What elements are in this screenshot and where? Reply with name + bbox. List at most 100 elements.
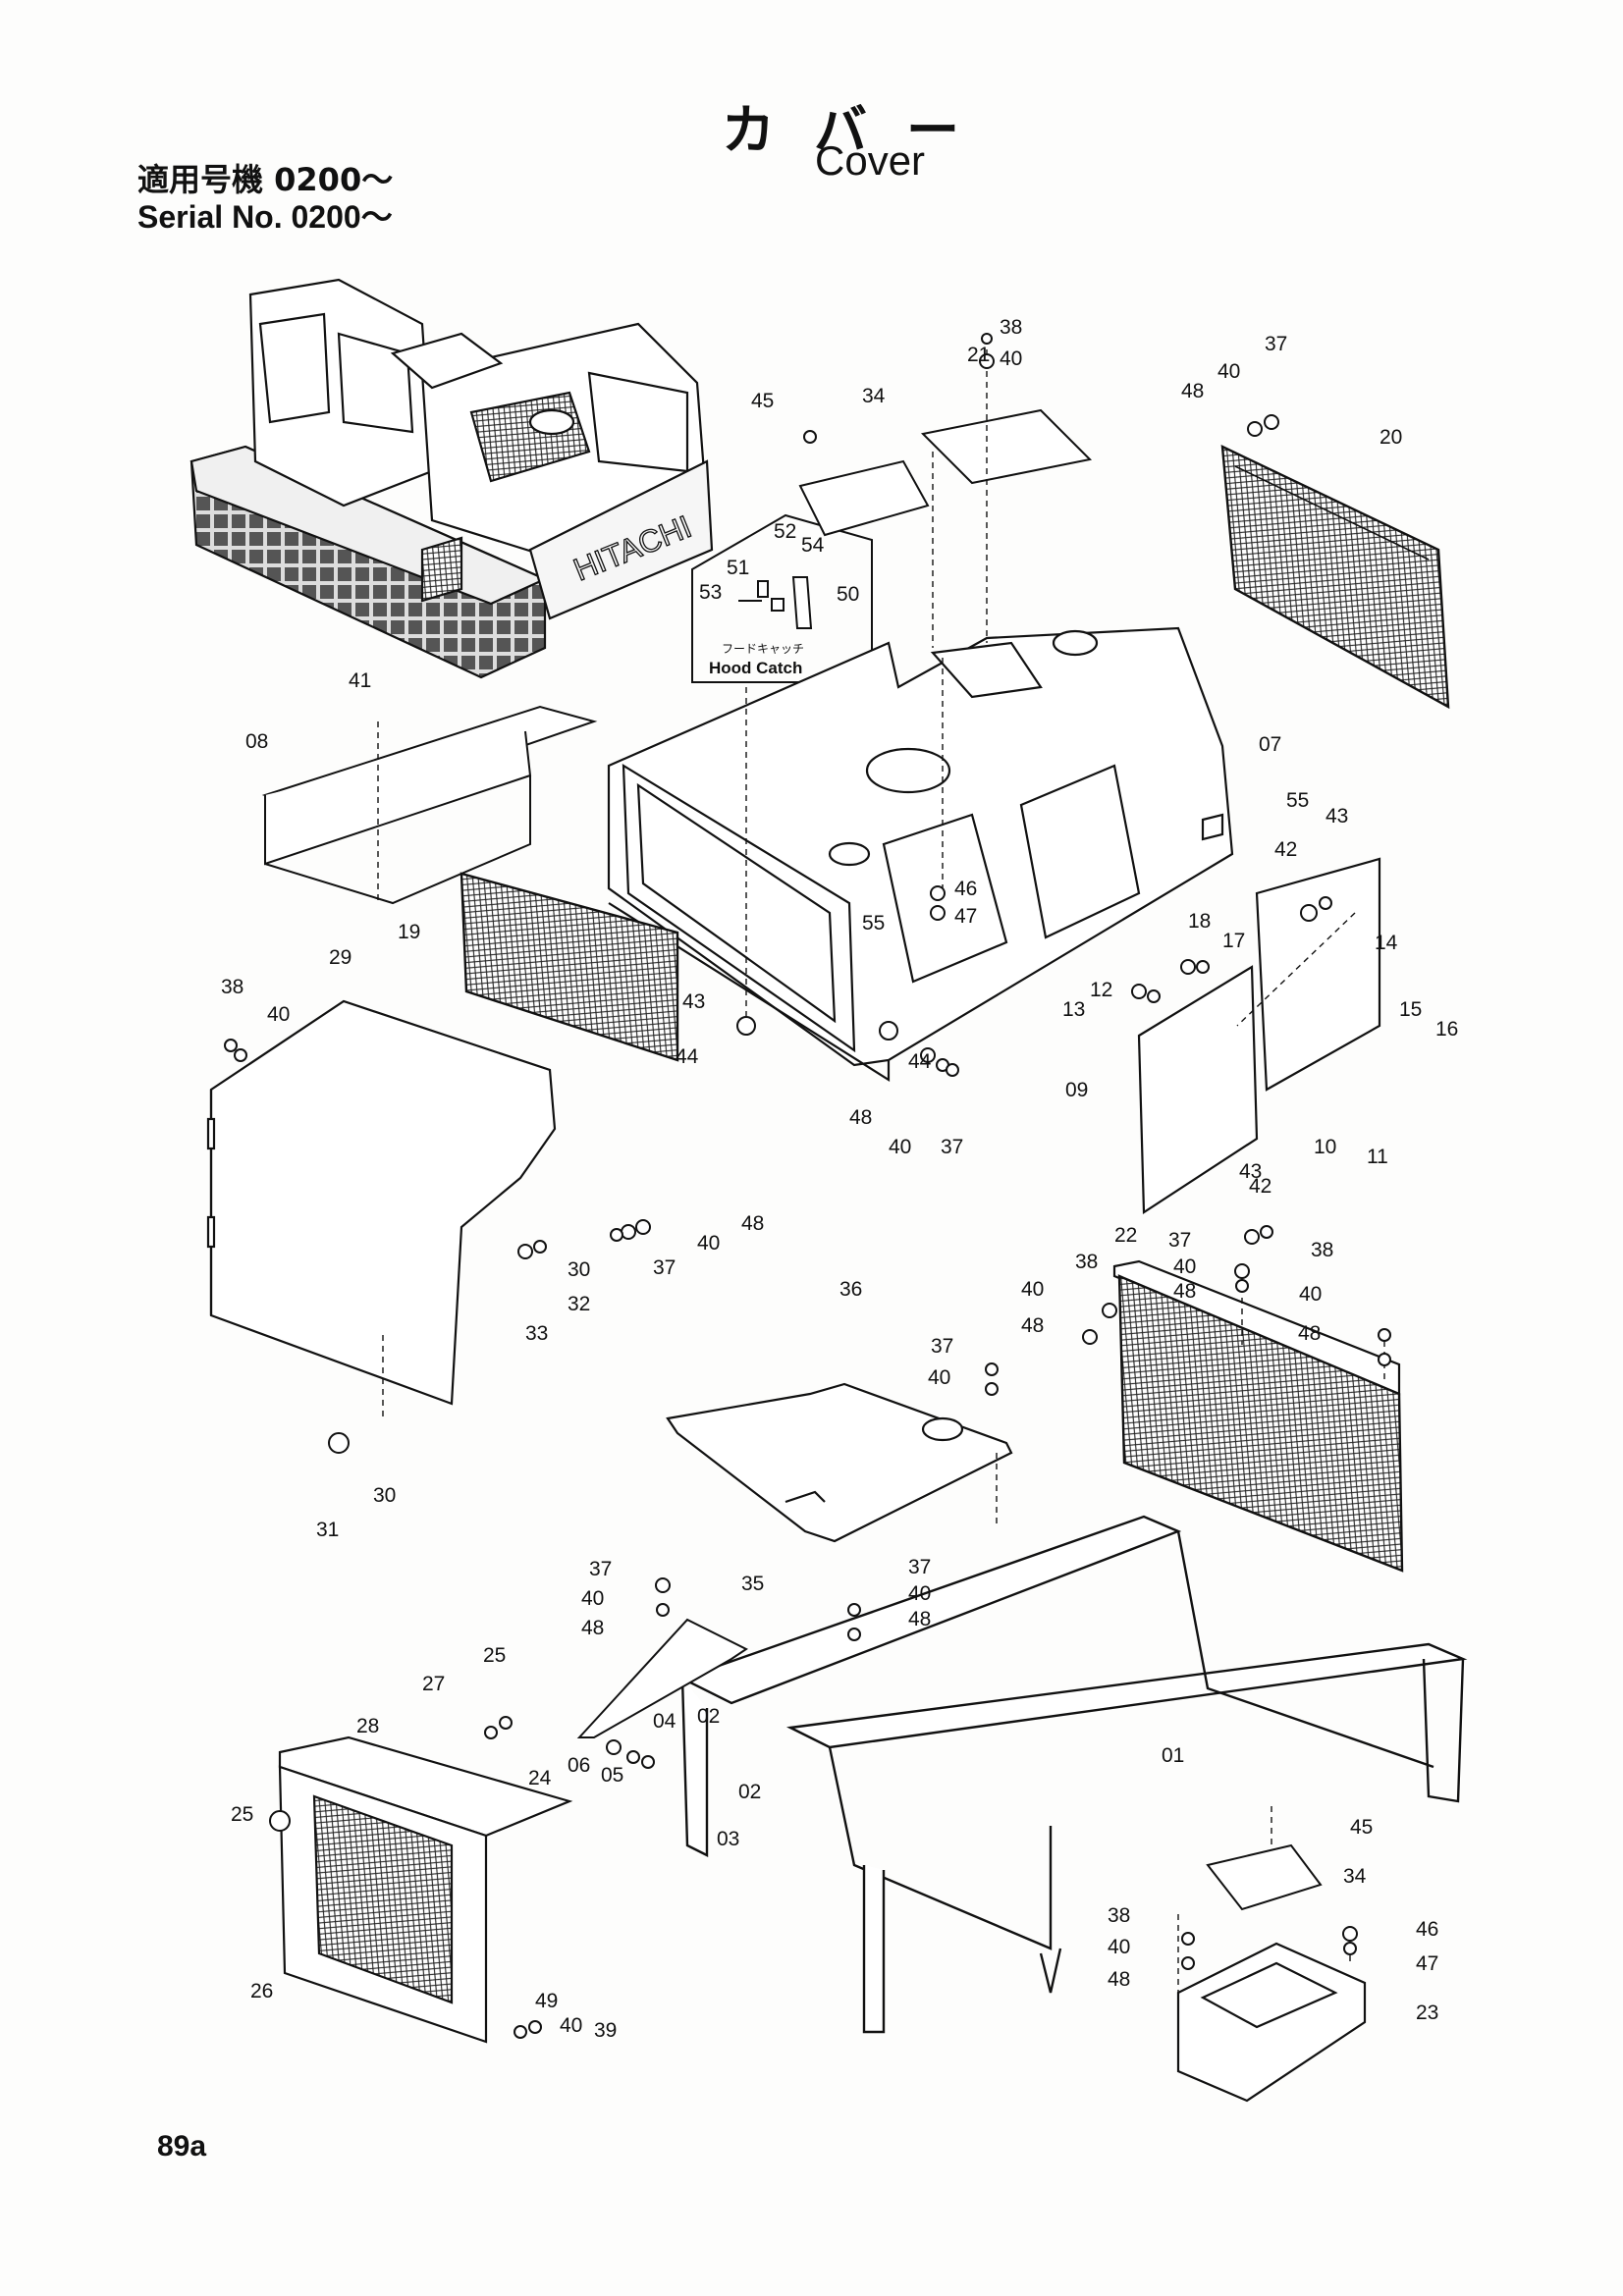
part-callout-p48b: 48 [849, 1106, 872, 1129]
screen-22 [1112, 1259, 1404, 1573]
fastener-glyphs [224, 333, 1391, 2039]
part-callout-p30a: 30 [568, 1258, 590, 1281]
hood-catch-inset: フードキャッチ Hood Catch [691, 513, 873, 683]
part-callout-p40j: 40 [581, 1587, 604, 1610]
part-callout-p50: 50 [837, 583, 859, 606]
part-callout-p48i: 48 [1108, 1968, 1130, 1991]
part-callout-p34a: 34 [862, 385, 886, 407]
part-callout-p37f: 37 [589, 1558, 612, 1580]
panel-08 [261, 705, 598, 905]
part-callout-p12: 12 [1090, 979, 1112, 1001]
part-callout-p38b: 38 [221, 976, 243, 998]
hood-catch-label-japanese: フードキャッチ [722, 642, 804, 656]
part-callout-p19: 19 [398, 921, 420, 943]
part-callout-p18: 18 [1188, 910, 1211, 933]
part-callout-p11: 11 [1367, 1146, 1388, 1168]
part-callout-p23: 23 [1416, 2002, 1438, 2024]
part-callout-p47b: 47 [1416, 1952, 1438, 1975]
part-callout-p44a: 44 [676, 1045, 699, 1068]
box-23 [1176, 1942, 1367, 2103]
part-callout-p29: 29 [329, 946, 352, 969]
part-callout-p37b: 37 [941, 1136, 963, 1158]
bracket-35 [576, 1618, 748, 1738]
part-callout-p37e: 37 [931, 1335, 953, 1358]
part-callout-p47a: 47 [954, 905, 977, 928]
part-callout-p37d: 37 [1168, 1229, 1191, 1252]
screen-19 [460, 872, 679, 1062]
part-callout-p40c: 40 [267, 1003, 290, 1026]
hood-cover-07 [607, 626, 1234, 1082]
part-callout-p48c: 48 [741, 1212, 764, 1235]
part-callout-p40d: 40 [889, 1136, 911, 1158]
serial-range-english: Serial No. 0200～ [137, 199, 393, 235]
part-callout-p43b: 43 [682, 990, 705, 1013]
part-callout-p31: 31 [316, 1519, 339, 1541]
part-callout-p24: 24 [528, 1767, 552, 1789]
part-callout-p03: 03 [717, 1828, 739, 1850]
part-callout-p30b: 30 [373, 1484, 396, 1507]
part-callout-p13: 13 [1062, 998, 1085, 1021]
part-callout-p42a: 42 [1274, 838, 1297, 861]
part-callout-p37a: 37 [1265, 333, 1287, 355]
part-callout-p08: 08 [245, 730, 268, 753]
part-callout-p16: 16 [1435, 1018, 1458, 1041]
part-callout-p40a: 40 [1000, 347, 1022, 370]
part-callout-p06: 06 [568, 1754, 590, 1777]
part-callout-p27: 27 [422, 1673, 445, 1695]
part-callout-p38c: 38 [1075, 1251, 1098, 1273]
page-title-english: Cover [815, 137, 926, 184]
small-cover-34-lower [1206, 1843, 1323, 1911]
part-callout-p52: 52 [774, 520, 796, 543]
part-callout-p40l: 40 [1108, 1936, 1130, 1958]
door-09 [1137, 965, 1259, 1214]
part-callout-p54: 54 [801, 534, 825, 557]
part-callout-p48g: 48 [581, 1617, 604, 1639]
part-callout-p48h: 48 [908, 1608, 931, 1630]
part-callout-p40g: 40 [1021, 1278, 1044, 1301]
part-callout-p40k: 40 [908, 1582, 931, 1605]
hood-catch-label-english: Hood Catch [709, 659, 802, 677]
part-callout-p45b: 45 [1350, 1816, 1373, 1839]
part-callout-p46a: 46 [954, 878, 977, 900]
part-callout-p09: 09 [1065, 1079, 1088, 1101]
part-callout-p55b: 55 [862, 912, 885, 934]
part-callout-p40m: 40 [560, 2014, 582, 2037]
part-callout-p35: 35 [741, 1573, 764, 1595]
frame-01 [678, 1515, 1468, 2034]
part-callout-p17: 17 [1222, 930, 1245, 952]
part-callout-p38d: 38 [1311, 1239, 1333, 1261]
part-callout-p38e: 38 [1108, 1904, 1130, 1927]
part-callout-p36: 36 [839, 1278, 862, 1301]
part-callout-p51: 51 [727, 557, 749, 579]
part-callout-p32: 32 [568, 1293, 590, 1315]
door-14 [1255, 857, 1381, 1092]
part-callout-p43a: 43 [1325, 805, 1348, 828]
part-callout-p45a: 45 [751, 390, 774, 412]
part-callout-p53: 53 [699, 581, 722, 604]
part-callout-p37c: 37 [653, 1256, 676, 1279]
part-callout-p10: 10 [1314, 1136, 1336, 1158]
part-callout-p44b: 44 [908, 1050, 932, 1073]
part-callout-p40e: 40 [697, 1232, 720, 1255]
excavator-illustration: HITACHI [189, 278, 714, 679]
part-callout-p07: 07 [1259, 733, 1281, 756]
part-callout-p25a: 25 [483, 1644, 506, 1667]
part-callout-p37g: 37 [908, 1556, 931, 1578]
part-callout-p02a: 02 [697, 1705, 720, 1728]
part-callout-p22: 22 [1114, 1224, 1137, 1247]
door-29 [206, 999, 557, 1406]
part-callout-p15: 15 [1399, 998, 1422, 1021]
page-number: 89a [157, 2130, 207, 2163]
cover-24 [278, 1735, 573, 2044]
part-callout-p20: 20 [1380, 426, 1402, 449]
part-callout-p26: 26 [250, 1980, 273, 2002]
part-callout-p40b: 40 [1217, 360, 1240, 383]
part-callout-p40i: 40 [928, 1366, 950, 1389]
floor-plate-36 [666, 1382, 1013, 1543]
part-callout-p02b: 02 [738, 1781, 761, 1803]
part-callout-p55a: 55 [1286, 789, 1309, 812]
part-callout-p43c: 43 [1239, 1160, 1262, 1183]
